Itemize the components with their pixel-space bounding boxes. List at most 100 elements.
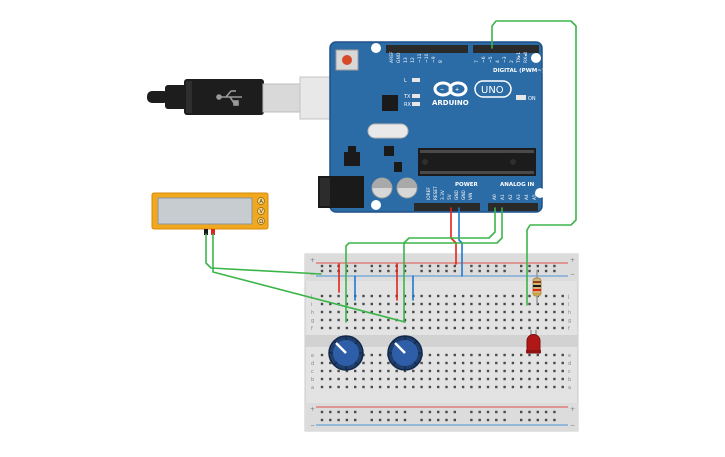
- breadboard-hole[interactable]: [453, 318, 456, 322]
- breadboard-hole[interactable]: [370, 310, 373, 314]
- probe-red[interactable]: [211, 229, 215, 235]
- breadboard-hole[interactable]: [370, 361, 373, 365]
- breadboard-hole[interactable]: [520, 294, 523, 298]
- breadboard-hole[interactable]: [437, 310, 440, 314]
- breadboard-hole[interactable]: [329, 418, 332, 422]
- breadboard-hole[interactable]: [495, 318, 498, 322]
- breadboard-hole[interactable]: [553, 369, 556, 373]
- breadboard-hole[interactable]: [520, 377, 523, 381]
- breadboard-hole[interactable]: [428, 369, 432, 373]
- reset-button[interactable]: [335, 49, 359, 71]
- power-jack[interactable]: [318, 176, 364, 208]
- breadboard-hole[interactable]: [495, 302, 498, 306]
- breadboard-hole[interactable]: [561, 385, 564, 389]
- breadboard-hole[interactable]: [387, 269, 390, 273]
- breadboard-hole[interactable]: [470, 264, 473, 268]
- breadboard-hole[interactable]: [503, 410, 506, 414]
- breadboard-hole[interactable]: [345, 269, 349, 273]
- breadboard-hole[interactable]: [528, 353, 531, 357]
- breadboard-hole[interactable]: [495, 361, 498, 365]
- breadboard-hole[interactable]: [387, 310, 390, 314]
- breadboard-hole[interactable]: [370, 302, 373, 306]
- breadboard-hole[interactable]: [528, 418, 531, 422]
- breadboard-hole[interactable]: [320, 326, 324, 330]
- breadboard-hole[interactable]: [354, 310, 357, 314]
- breadboard-hole[interactable]: [445, 361, 448, 365]
- breadboard-hole[interactable]: [486, 318, 490, 322]
- breadboard-hole[interactable]: [354, 326, 357, 330]
- breadboard-hole[interactable]: [495, 369, 498, 373]
- breadboard-hole[interactable]: [354, 318, 357, 322]
- breadboard-hole[interactable]: [453, 269, 456, 273]
- breadboard-hole[interactable]: [437, 377, 440, 381]
- breadboard-hole[interactable]: [420, 410, 423, 414]
- breadboard-hole[interactable]: [486, 369, 490, 373]
- breadboard-hole[interactable]: [329, 294, 332, 298]
- breadboard-hole[interactable]: [520, 326, 523, 330]
- digital-header[interactable]: [386, 45, 539, 53]
- breadboard-hole[interactable]: [362, 369, 365, 373]
- breadboard-hole[interactable]: [445, 353, 448, 357]
- breadboard-hole[interactable]: [337, 377, 340, 381]
- breadboard-hole[interactable]: [320, 318, 324, 322]
- breadboard-hole[interactable]: [528, 264, 531, 268]
- breadboard-hole[interactable]: [378, 302, 382, 306]
- breadboard-hole[interactable]: [378, 361, 382, 365]
- breadboard-hole[interactable]: [403, 369, 407, 373]
- breadboard-hole[interactable]: [437, 326, 440, 330]
- breadboard-hole[interactable]: [486, 310, 490, 314]
- breadboard-hole[interactable]: [544, 361, 548, 365]
- breadboard-hole[interactable]: [470, 385, 473, 389]
- breadboard-hole[interactable]: [337, 318, 340, 322]
- breadboard-hole[interactable]: [378, 310, 382, 314]
- breadboard-hole[interactable]: [470, 310, 473, 314]
- breadboard-hole[interactable]: [503, 369, 506, 373]
- breadboard-hole[interactable]: [553, 318, 556, 322]
- breadboard-hole[interactable]: [461, 310, 465, 314]
- breadboard-hole[interactable]: [461, 369, 465, 373]
- breadboard-hole[interactable]: [437, 410, 440, 414]
- breadboard-hole[interactable]: [320, 269, 324, 273]
- breadboard-hole[interactable]: [337, 410, 340, 414]
- breadboard-hole[interactable]: [544, 294, 548, 298]
- breadboard-hole[interactable]: [362, 294, 365, 298]
- breadboard-hole[interactable]: [403, 302, 407, 306]
- breadboard-hole[interactable]: [420, 310, 423, 314]
- breadboard-hole[interactable]: [345, 410, 349, 414]
- breadboard-hole[interactable]: [553, 264, 556, 268]
- breadboard-hole[interactable]: [486, 353, 490, 357]
- breadboard-hole[interactable]: [528, 302, 531, 306]
- breadboard-hole[interactable]: [561, 294, 564, 298]
- breadboard-hole[interactable]: [320, 410, 324, 414]
- breadboard-hole[interactable]: [511, 326, 515, 330]
- breadboard-hole[interactable]: [387, 326, 390, 330]
- wire-probe-red[interactable]: [212, 233, 406, 323]
- breadboard-hole[interactable]: [553, 310, 556, 314]
- breadboard-hole[interactable]: [561, 361, 564, 365]
- breadboard-hole[interactable]: [536, 318, 539, 322]
- breadboard-hole[interactable]: [428, 294, 432, 298]
- breadboard-hole[interactable]: [503, 361, 506, 365]
- breadboard-hole[interactable]: [486, 302, 490, 306]
- breadboard-hole[interactable]: [437, 318, 440, 322]
- breadboard-hole[interactable]: [378, 353, 382, 357]
- breadboard-hole[interactable]: [420, 294, 423, 298]
- breadboard-hole[interactable]: [437, 418, 440, 422]
- breadboard-hole[interactable]: [403, 418, 407, 422]
- breadboard-hole[interactable]: [461, 385, 465, 389]
- breadboard-hole[interactable]: [370, 410, 373, 414]
- breadboard-hole[interactable]: [495, 410, 498, 414]
- breadboard-hole[interactable]: [520, 369, 523, 373]
- breadboard-hole[interactable]: [445, 377, 448, 381]
- breadboard-hole[interactable]: [553, 294, 556, 298]
- breadboard-hole[interactable]: [528, 361, 531, 365]
- breadboard-hole[interactable]: [354, 410, 357, 414]
- breadboard-hole[interactable]: [478, 385, 481, 389]
- potentiometer[interactable]: [387, 335, 423, 371]
- breadboard-hole[interactable]: [511, 302, 515, 306]
- breadboard-hole[interactable]: [544, 264, 548, 268]
- breadboard-hole[interactable]: [395, 310, 398, 314]
- breadboard-hole[interactable]: [486, 269, 490, 273]
